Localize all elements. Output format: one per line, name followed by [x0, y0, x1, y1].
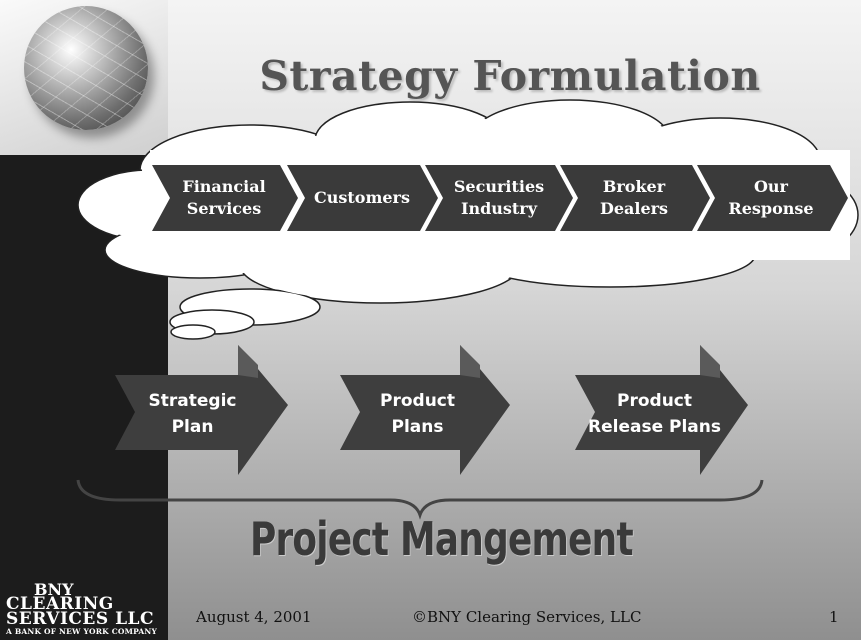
- company-logo: BNY CLEARING SERVICES LLC A BANK OF NEW …: [6, 580, 158, 637]
- brace: [76, 479, 764, 520]
- step-product-release-plans: Product Release Plans: [588, 391, 721, 437]
- globe-icon: [24, 6, 148, 130]
- company-line-4: A BANK OF NEW YORK COMPANY: [6, 627, 158, 636]
- footer-date: August 4, 2001: [196, 608, 312, 626]
- company-line-1: BNY: [34, 580, 74, 599]
- step-customers: Customers: [314, 188, 410, 207]
- company-line-2: CLEARING: [6, 594, 114, 614]
- step-product-plans: Product Plans: [380, 391, 455, 437]
- step-our-response: Our Response: [728, 177, 814, 218]
- page-number: 1: [829, 608, 839, 626]
- step-securities-industry: Securities Industry: [453, 177, 545, 218]
- logo-area: [0, 0, 168, 155]
- project-management-label: Project Mangement: [250, 512, 634, 566]
- footer-copyright: ©BNY Clearing Services, LLC: [412, 608, 642, 626]
- step-strategic-plan: Strategic Plan: [148, 391, 237, 437]
- step-financial-services: Financial Services: [182, 177, 266, 218]
- company-line-3: SERVICES LLC: [6, 609, 155, 629]
- slide-title: Strategy Formulation: [259, 52, 761, 100]
- step-broker-dealers: Broker Dealers: [599, 177, 669, 218]
